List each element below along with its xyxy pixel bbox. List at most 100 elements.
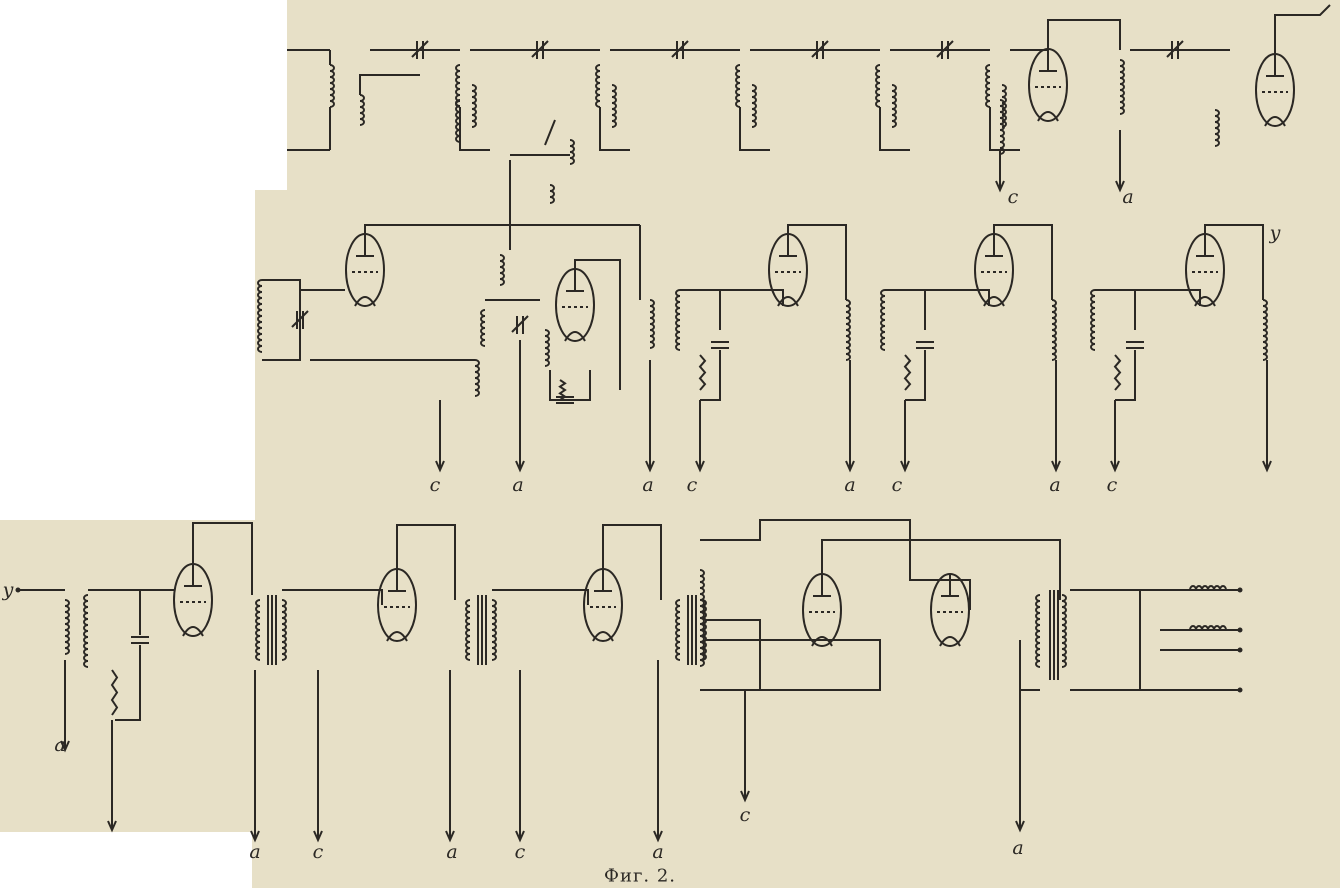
terminal-label-c: c <box>429 474 441 496</box>
terminal-label-a: a <box>652 841 664 863</box>
terminal-label-a: a <box>844 474 856 496</box>
wire <box>459 107 490 151</box>
wire <box>879 107 910 151</box>
coil-icon <box>1035 594 1041 668</box>
coil-icon <box>675 599 681 661</box>
coil-icon <box>455 99 461 143</box>
coil-icon <box>549 184 555 204</box>
wire <box>1095 289 1201 306</box>
variable-capacitor-icon <box>671 40 689 58</box>
output-terminal-dot <box>1237 647 1243 653</box>
tube-cathode <box>354 296 376 307</box>
arrow-down-icon <box>1110 460 1120 473</box>
figure-caption: Фиг. 2. <box>604 865 676 887</box>
resistor-icon <box>1113 354 1122 391</box>
wire <box>787 224 847 300</box>
terminal-label-c: c <box>312 841 324 863</box>
arrow-down-icon <box>645 460 655 473</box>
arrow-down-icon <box>845 460 855 473</box>
tube-cathode <box>182 626 204 637</box>
coil-icon <box>64 599 70 655</box>
arrow-down-icon <box>250 830 260 843</box>
coil-icon <box>1051 299 1057 361</box>
coil-icon <box>875 64 881 108</box>
wire <box>492 589 589 605</box>
terminal-label-a: a <box>249 841 261 863</box>
resistor-icon <box>110 669 119 716</box>
wire <box>282 589 383 605</box>
coil-icon <box>611 84 617 128</box>
coil-icon <box>1061 594 1067 668</box>
coil-icon <box>359 94 365 126</box>
tube-cathode <box>1264 116 1286 127</box>
coil-icon <box>257 279 263 353</box>
terminal-label-c: c <box>739 804 751 826</box>
tube-cathode <box>939 636 961 647</box>
terminal-label-a: a <box>54 734 66 756</box>
resistor-icon <box>903 354 912 391</box>
coil-icon <box>465 599 471 661</box>
variable-capacitor-icon <box>511 315 529 333</box>
variable-capacitor-icon <box>291 310 309 328</box>
coil-icon <box>880 289 886 351</box>
coil-icon <box>675 289 681 351</box>
arrow-down-icon <box>515 830 525 843</box>
tube-cathode <box>1194 296 1216 307</box>
coil-icon <box>544 329 550 367</box>
coil-icon <box>491 599 497 661</box>
wire <box>700 350 721 401</box>
arrow-down-icon <box>740 790 750 803</box>
arrow-down-icon <box>435 460 445 473</box>
wire <box>821 539 1061 600</box>
arrow-down-icon <box>60 740 70 753</box>
wire <box>1115 350 1136 401</box>
wire <box>989 107 1020 151</box>
arrow-down-icon <box>1115 180 1125 193</box>
wire <box>1047 19 1121 50</box>
tube-cathode <box>564 331 586 342</box>
arrow-down-icon <box>1015 820 1025 833</box>
terminal-label-c: c <box>1106 474 1118 496</box>
tube-cathode <box>983 296 1005 307</box>
wire <box>364 224 640 234</box>
wire <box>574 259 621 390</box>
coil-icon <box>329 64 335 108</box>
wire <box>700 519 971 610</box>
coil-icon <box>1189 625 1227 631</box>
wire <box>599 107 630 151</box>
wire <box>115 645 141 721</box>
variable-capacitor-icon <box>531 40 549 58</box>
coil-icon <box>1189 585 1227 591</box>
terminal-label-a: a <box>1012 837 1024 859</box>
terminal-label-y: y <box>2 579 14 601</box>
coil-icon <box>891 84 897 128</box>
arrow-down-icon <box>107 820 117 833</box>
output-terminal-dot <box>1237 587 1243 593</box>
wire <box>549 370 591 401</box>
wire <box>680 289 784 306</box>
coil-icon <box>1262 299 1268 361</box>
coil-icon <box>255 599 261 661</box>
variable-capacitor-icon <box>936 40 954 58</box>
terminal-label-c: c <box>686 474 698 496</box>
wire <box>993 224 1053 300</box>
wire <box>602 524 662 600</box>
output-terminal-dot <box>1237 687 1243 693</box>
arrow-down-icon <box>900 460 910 473</box>
wire <box>359 74 420 95</box>
arrow-down-icon <box>995 180 1005 193</box>
coil-icon <box>699 569 705 667</box>
wire <box>739 107 770 151</box>
variable-capacitor-icon <box>411 40 429 58</box>
coil-icon <box>281 599 287 661</box>
terminal-label-a: a <box>1122 186 1134 208</box>
wire <box>1204 224 1262 234</box>
coil-icon <box>1119 59 1125 115</box>
arrow-down-icon <box>695 460 705 473</box>
coil-icon <box>845 299 851 361</box>
arrow-down-icon <box>515 460 525 473</box>
terminal-label-a: a <box>512 474 524 496</box>
coil-icon <box>471 84 477 128</box>
